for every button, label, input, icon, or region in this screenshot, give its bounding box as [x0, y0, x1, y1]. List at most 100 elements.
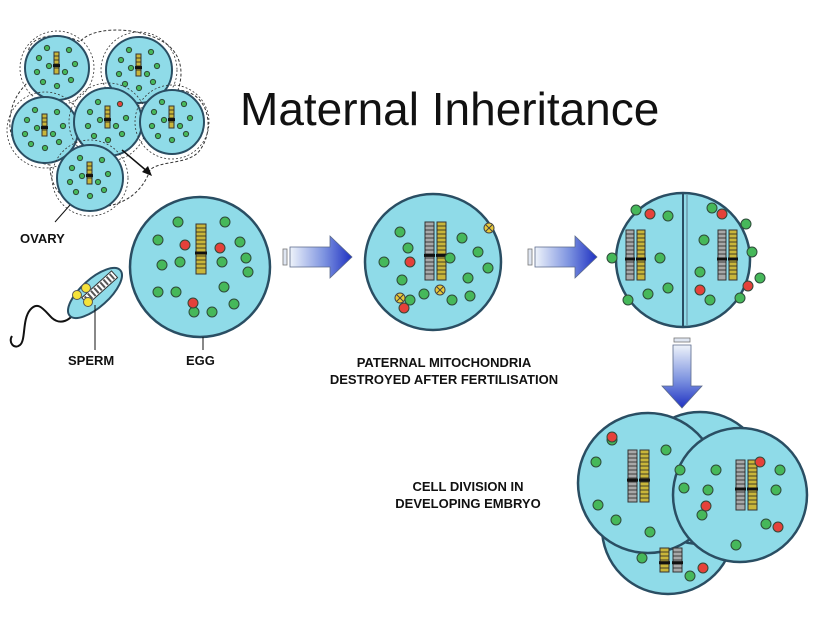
maternal-mitochondrion: [710, 464, 722, 476]
maternal-mitochondrion: [125, 46, 133, 54]
maternal-mitochondrion: [216, 256, 228, 268]
paternal-mitochondrion: [716, 208, 728, 220]
maternal-mitochondrion: [694, 266, 706, 278]
maternal-mitochondrion: [152, 234, 164, 246]
maternal-mitochondrion: [654, 252, 666, 264]
maternal-mitochondrion: [240, 252, 252, 264]
maternal-mitochondrion: [746, 246, 758, 258]
maternal-mitochondrion: [55, 138, 63, 146]
process-arrow: [282, 235, 353, 279]
ovarian-follicle: [51, 139, 129, 217]
maternal-mitochondrion: [706, 202, 718, 214]
maternal-mitochondrion: [228, 298, 240, 310]
maternal-chromosome: [41, 113, 48, 137]
maternal-mitochondrion: [67, 76, 75, 84]
maternal-mitochondrion: [774, 464, 786, 476]
maternal-mitochondrion: [94, 98, 102, 106]
caption-line: PATERNAL MITOCHONDRIA: [356, 355, 532, 370]
maternal-mitochondrion: [636, 552, 648, 564]
maternal-mitochondrion: [45, 62, 53, 70]
paternal-mitochondrion: [754, 456, 766, 468]
maternal-mitochondrion: [23, 116, 31, 124]
destroyed-mitochondrion: [483, 222, 495, 234]
maternal-mitochondrion: [65, 46, 73, 54]
maternal-mitochondrion: [186, 114, 194, 122]
caption-line: DESTROYED AFTER FERTILISATION: [329, 372, 559, 387]
maternal-mitochondrion: [94, 178, 102, 186]
maternal-mitochondrion: [170, 286, 182, 298]
sperm-mitochondrion: [83, 297, 93, 307]
paternal-mitochondrion: [179, 239, 191, 251]
paternal-mitochondria-caption: PATERNAL MITOCHONDRIA DESTROYED AFTER FE…: [305, 354, 583, 388]
fertilised-egg: [363, 192, 503, 332]
maternal-mitochondrion: [219, 216, 231, 228]
paternal-chromosome: [627, 449, 638, 503]
maternal-mitochondrion: [43, 44, 51, 52]
paternal-mitochondrion: [644, 208, 656, 220]
maternal-mitochondrion: [754, 272, 766, 284]
maternal-mitochondrion: [104, 136, 112, 144]
maternal-mitochondrion: [158, 98, 166, 106]
sperm-mitochondrion: [72, 290, 82, 300]
sperm: [9, 266, 123, 350]
ovulation-arrow-head: [142, 166, 152, 176]
maternal-mitochondrion: [68, 164, 76, 172]
paternal-mitochondrion: [116, 100, 124, 108]
maternal-mitochondrion: [704, 294, 716, 306]
maternal-mitochondrion: [734, 292, 746, 304]
maternal-mitochondrion: [33, 124, 41, 132]
maternal-mitochondrion: [27, 140, 35, 148]
maternal-mitochondrion: [662, 282, 674, 294]
destroyed-mitochondrion: [434, 284, 446, 296]
maternal-chromosome: [747, 459, 758, 511]
maternal-mitochondrion: [135, 84, 143, 92]
maternal-mitochondrion: [86, 108, 94, 116]
maternal-chromosome: [728, 229, 738, 281]
maternal-mitochondrion: [622, 294, 634, 306]
maternal-mitochondrion: [610, 514, 622, 526]
maternal-mitochondrion: [86, 192, 94, 200]
maternal-mitochondrion: [740, 218, 752, 230]
maternal-mitochondrion: [156, 259, 168, 271]
maternal-mitochondrion: [143, 70, 151, 78]
maternal-chromosome: [53, 51, 60, 75]
maternal-mitochondrion: [182, 130, 190, 138]
maternal-mitochondrion: [696, 509, 708, 521]
maternal-chromosome: [195, 223, 207, 275]
ovary-outline: [9, 29, 209, 208]
maternal-mitochondrion: [418, 288, 430, 300]
caption-line: CELL DIVISION IN: [412, 479, 524, 494]
maternal-mitochondrion: [121, 80, 129, 88]
ovarian-follicle: [100, 31, 178, 109]
maternal-mitochondrion: [472, 246, 484, 258]
page-title: Maternal Inheritance: [240, 83, 660, 135]
maternal-mitochondrion: [78, 172, 86, 180]
maternal-chromosome: [86, 161, 93, 185]
paternal-mitochondrion: [214, 242, 226, 254]
maternal-mitochondrion: [730, 539, 742, 551]
paternal-chromosome: [672, 547, 683, 573]
maternal-mitochondrion: [760, 518, 772, 530]
maternal-mitochondrion: [33, 68, 41, 76]
maternal-mitochondrion: [21, 130, 29, 138]
maternal-mitochondrion: [644, 526, 656, 538]
maternal-mitochondrion: [76, 154, 84, 162]
maternal-mitochondrion: [31, 106, 39, 114]
maternal-mitochondrion: [127, 64, 135, 72]
maternal-mitochondrion: [71, 60, 79, 68]
ovary-cluster: [6, 29, 210, 223]
maternal-mitochondrion: [684, 570, 696, 582]
maternal-mitochondrion: [674, 464, 686, 476]
dividing-cell: [606, 191, 766, 329]
maternal-mitochondrion: [662, 210, 674, 222]
maternal-mitochondrion: [678, 482, 690, 494]
maternal-mitochondrion: [122, 114, 130, 122]
maternal-mitochondrion: [698, 234, 710, 246]
maternal-mitochondrion: [606, 252, 618, 264]
maternal-mitochondrion: [218, 281, 230, 293]
maternal-mitochondrion: [100, 186, 108, 194]
ovary-label: OVARY: [20, 231, 65, 246]
maternal-mitochondrion: [115, 70, 123, 78]
maternal-mitochondrion: [152, 286, 164, 298]
maternal-mitochondrion: [90, 132, 98, 140]
